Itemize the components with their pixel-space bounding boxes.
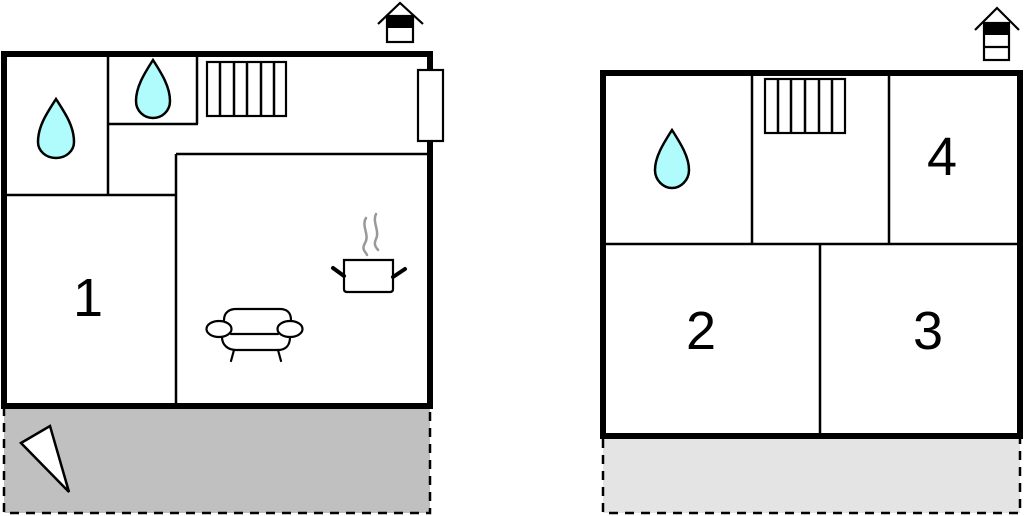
terrace-area	[2, 404, 432, 515]
cooking-pot-icon	[331, 212, 407, 294]
fireplace-icon	[416, 68, 445, 143]
water-drop-icon	[36, 96, 76, 160]
compass-pointer-icon	[18, 424, 71, 493]
water-drop-icon	[653, 127, 691, 190]
room-number-4: 4	[927, 127, 957, 187]
upper-floor-inner-walls	[603, 73, 1020, 436]
stairs-icon	[205, 60, 288, 118]
upper-floor-outer-walls	[600, 70, 1023, 439]
sofa-icon	[205, 307, 304, 363]
room-number-1: 1	[73, 268, 103, 328]
balcony-area	[601, 434, 1022, 515]
ground-floor-plan: 1	[1, 1, 445, 515]
house-floor-upper-icon	[974, 6, 1020, 62]
upper-floor-plan: 4 2 3	[600, 6, 1023, 515]
ground-floor-outer-walls	[1, 51, 433, 409]
ground-floor-inner-walls	[4, 54, 430, 406]
water-drop-icon	[134, 57, 172, 120]
room-number-3: 3	[913, 301, 943, 361]
house-floor-ground-icon	[377, 1, 424, 44]
room-number-2: 2	[686, 301, 716, 361]
stairs-icon	[763, 77, 847, 135]
